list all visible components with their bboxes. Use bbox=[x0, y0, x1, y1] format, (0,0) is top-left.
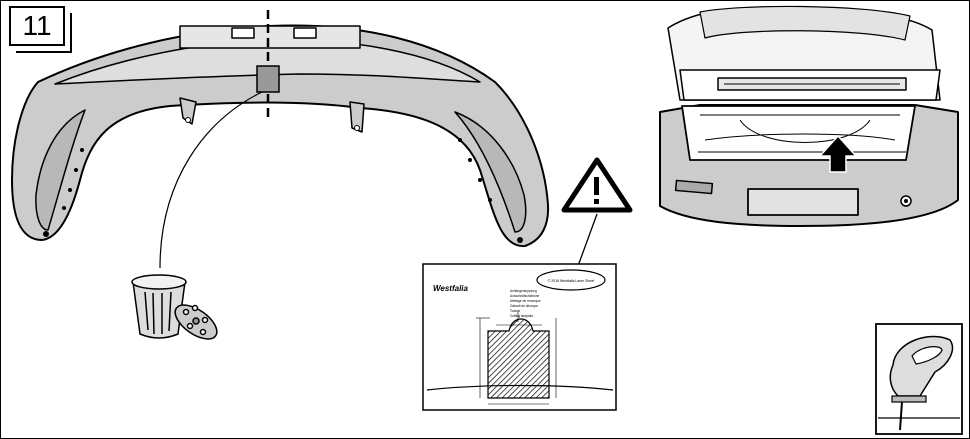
mount-bracket-left bbox=[231, 27, 255, 39]
template-part-label: © 2016 Westfalia Laser Sheet bbox=[548, 279, 595, 283]
template-info-line: Attelage de remorque bbox=[510, 299, 541, 303]
bin-rim bbox=[131, 274, 187, 290]
mount-bracket-right bbox=[293, 27, 317, 39]
mounting-tab-left bbox=[179, 97, 197, 125]
step-number-badge: 11 bbox=[9, 6, 65, 46]
template-info-line: Towbar bbox=[510, 309, 521, 313]
bin-lid bbox=[174, 304, 218, 340]
template-cutout-shape bbox=[487, 318, 550, 399]
bumper-cutout-opening bbox=[681, 105, 916, 161]
template-info-line: Cutting template bbox=[510, 314, 533, 318]
discard-pointer-line bbox=[159, 91, 263, 269]
bumper-clips bbox=[43, 117, 523, 243]
bumper-inner-right bbox=[454, 111, 527, 233]
template-label-highlight bbox=[536, 269, 606, 291]
jigsaw-shoe bbox=[891, 395, 927, 403]
license-plate-area bbox=[747, 188, 859, 216]
template-info-line: Ausschnittschablone bbox=[510, 294, 539, 298]
template-info-line: Gabarit de découpe bbox=[510, 304, 538, 308]
cut-out-section bbox=[256, 65, 280, 93]
jigsaw-blade bbox=[899, 401, 903, 431]
template-bumper-curve bbox=[426, 384, 614, 391]
template-logo: Westfalia bbox=[433, 284, 469, 293]
bumper-cover bbox=[11, 24, 550, 248]
step-number: 11 bbox=[22, 10, 52, 41]
template-dimension-lines bbox=[476, 312, 557, 405]
bumper-inner-left bbox=[35, 109, 86, 231]
tailgate-hinge-area bbox=[699, 5, 911, 41]
mounting-tab-right bbox=[349, 101, 365, 133]
up-arrow-icon bbox=[818, 134, 858, 173]
underbody-structure bbox=[698, 114, 906, 153]
vehicle-rear bbox=[659, 5, 959, 227]
bumper-plate-recess bbox=[179, 25, 361, 49]
waste-bin bbox=[131, 274, 187, 339]
warning-pointer-line bbox=[577, 213, 598, 267]
jigsaw-icon bbox=[875, 323, 963, 435]
template-info-block: Anhängerkupplung Ausschnittschablone Att… bbox=[510, 289, 541, 318]
jigsaw-handle-hole bbox=[911, 346, 943, 365]
bumper-outer-shell bbox=[11, 24, 550, 248]
cutting-template-sheet: Westfalia © 2016 Westfalia Laser Sheet A… bbox=[422, 263, 617, 411]
template-info-line: Anhängerkupplung bbox=[510, 289, 537, 293]
warning-triangle-icon bbox=[561, 157, 633, 213]
rear-reflector-left bbox=[674, 179, 714, 195]
